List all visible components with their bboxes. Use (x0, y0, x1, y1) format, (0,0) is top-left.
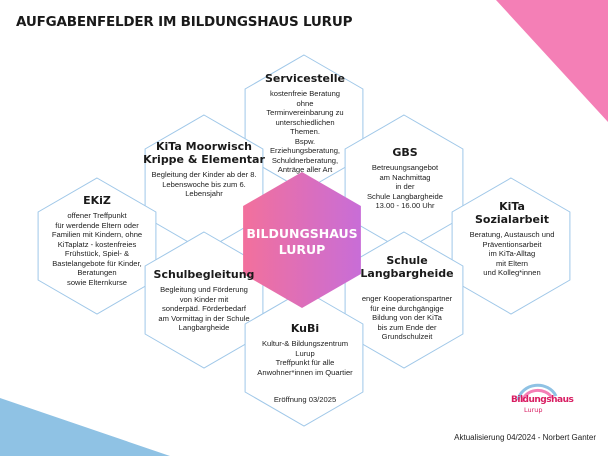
hex-gbs: GBS Betreuungsangebot am Nachmittag in d… (346, 146, 464, 211)
hex-schule-langbargheide: Schule Langbargheide enger Kooperationsp… (344, 254, 470, 342)
hex-servicestelle: Servicestelle kostenfreie Beratung ohne … (250, 72, 360, 175)
hex-title: Schule Langbargheide (360, 254, 454, 281)
hex-body: Begleitung und Förderung von Kinder mit … (158, 285, 250, 333)
hex-body: offener Treffpunkt für werdende Eltern o… (51, 211, 143, 287)
hex-schulbegleitung: Schulbegleitung Begleitung und Förderung… (140, 268, 268, 333)
hex-kubi: KuBi Kultur-& Bildungszentrum Lurup Tref… (244, 322, 366, 405)
logo-text-line2: Lurup (524, 406, 543, 414)
corner-pink-shape (496, 0, 608, 122)
hex-kubi-shape (244, 289, 364, 427)
bildungshaus-logo: Bildungshaus Lurup (506, 378, 574, 424)
hex-kita-sozialarbeit-shape (451, 177, 571, 315)
hex-title: Schulbegleitung (153, 268, 255, 281)
hex-body: Begleitung der Kinder ab der 8. Lebenswo… (151, 170, 257, 199)
corner-blue-shape (0, 398, 170, 456)
page-title: AUFGABENFELDER IM BILDUNGSHAUS LURUP (16, 14, 353, 30)
hex-ekiz-shape (37, 177, 157, 315)
hex-title: KuBi (290, 322, 320, 335)
hex-ekiz: EKiZ offener Treffpunkt für werdende Elt… (34, 194, 160, 287)
hex-title: Servicestelle (265, 72, 345, 85)
hex-title: KiTa Sozialarbeit (474, 200, 550, 227)
center-hex-shape (243, 172, 361, 308)
footer-update-note: Aktualisierung 04/2024 - Norbert Ganter (454, 433, 596, 442)
logo-arcs (516, 383, 558, 403)
logo-text-line1: Bildungshaus (511, 395, 574, 405)
hex-title: KiTa Moorwisch Krippe & Elementar (143, 140, 265, 167)
hex-title: GBS (392, 146, 418, 159)
hex-kita-sozialarbeit: KiTa Sozialarbeit Beratung, Austausch un… (450, 200, 574, 278)
hex-body: Beratung, Austausch und Präventionsarbei… (469, 230, 555, 278)
hex-kita-moorwisch: KiTa Moorwisch Krippe & Elementar Beglei… (140, 140, 268, 199)
hex-body: enger Kooperationspartner für eine durch… (361, 294, 453, 342)
hex-body: kostenfreie Beratung ohne Terminvereinba… (266, 89, 344, 175)
hex-body: Kultur-& Bildungszentrum Lurup Treffpunk… (257, 339, 353, 377)
hex-title: EKiZ (83, 194, 111, 207)
hex-opening-date: Eröffnung 03/2025 (273, 395, 337, 405)
hex-body: Betreuungsangebot am Nachmittag in der S… (366, 163, 443, 211)
center-title: BILDUNGSHAUS LURUP (246, 226, 358, 257)
